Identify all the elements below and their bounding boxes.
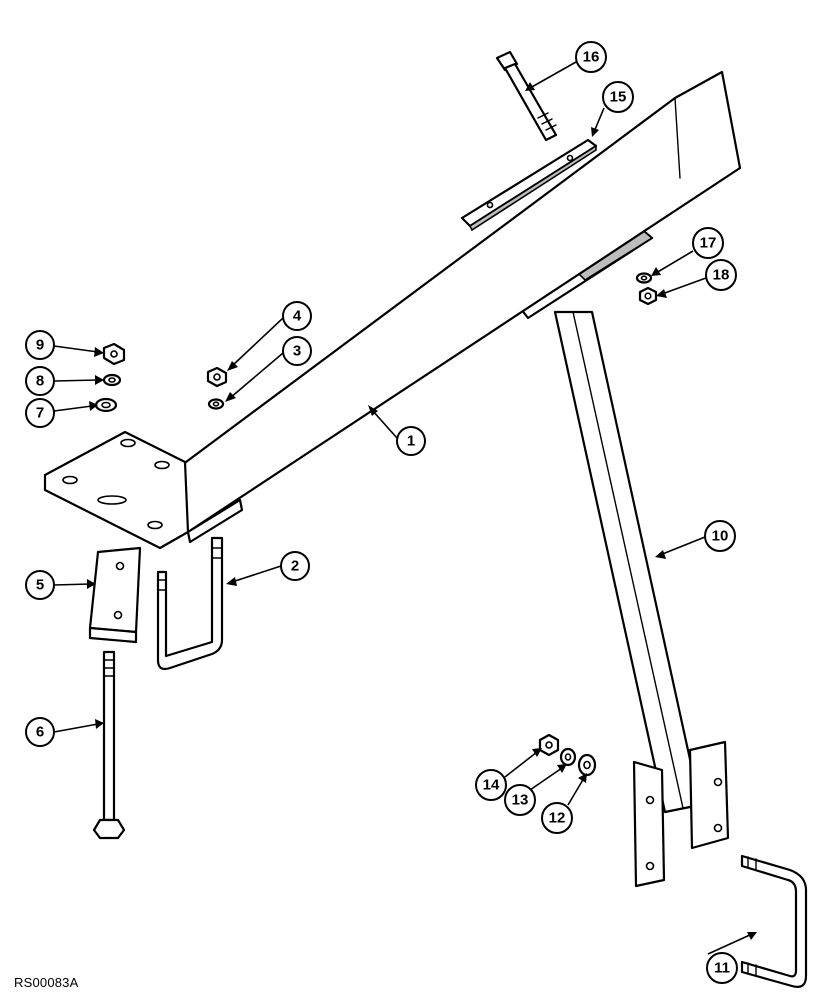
svg-text:12: 12 [549,810,566,827]
part-15-clamp-plate [460,138,598,232]
callout-7: 7 [25,398,55,428]
svg-text:16: 16 [583,49,600,66]
part-2-u-bolt [156,536,224,671]
svg-text:3: 3 [293,343,301,360]
callout-15: 15 [602,81,634,113]
svg-text:4: 4 [293,308,302,325]
svg-text:6: 6 [36,724,44,741]
svg-text:8: 8 [36,373,44,390]
svg-text:15: 15 [610,89,627,106]
callout-18: 18 [705,259,737,291]
part-6-long-bolt [92,650,126,840]
svg-text:9: 9 [36,337,44,354]
callout-12: 12 [541,802,573,834]
callout-10: 10 [704,520,736,552]
part-18-nut [638,286,658,306]
part-7-flat-washer [94,397,118,413]
callout-8: 8 [25,366,55,396]
svg-text:1: 1 [407,433,415,450]
part-12-flat-washer [577,753,597,777]
callout-11: 11 [706,952,738,984]
svg-text:2: 2 [291,558,299,575]
callout-6: 6 [25,717,55,747]
part-4-nut [206,366,228,388]
part-5-spacer-plate [88,546,142,644]
callout-14: 14 [475,769,507,801]
part-16-bolt [495,50,558,142]
part-1-main-arm [43,70,742,550]
part-8-lock-washer [102,373,122,387]
part-13-lock-washer [559,747,577,767]
leader-lines [53,61,757,955]
part-9-nut [102,342,126,366]
callout-17: 17 [692,227,724,259]
svg-text:13: 13 [512,792,529,809]
callout-2: 2 [280,551,310,581]
callout-1: 1 [396,426,426,456]
callout-3: 3 [282,336,312,366]
svg-text:18: 18 [713,267,730,284]
callout-13: 13 [504,784,536,816]
svg-text:10: 10 [712,528,729,545]
part-17-lock-washer [635,272,653,284]
svg-text:7: 7 [36,405,44,422]
svg-text:11: 11 [714,960,730,977]
part-11-u-bolt [740,854,808,988]
svg-text:14: 14 [483,777,500,794]
part-14-nut [538,733,560,757]
callout-5: 5 [25,570,55,600]
part-10-support-leg [516,226,730,888]
svg-text:5: 5 [36,577,44,594]
callout-16: 16 [575,41,607,73]
svg-text:17: 17 [700,235,717,252]
callout-9: 9 [25,330,55,360]
callout-4: 4 [282,301,312,331]
figure-code: RS00083A [14,975,79,990]
part-3-lock-washer [207,398,225,410]
